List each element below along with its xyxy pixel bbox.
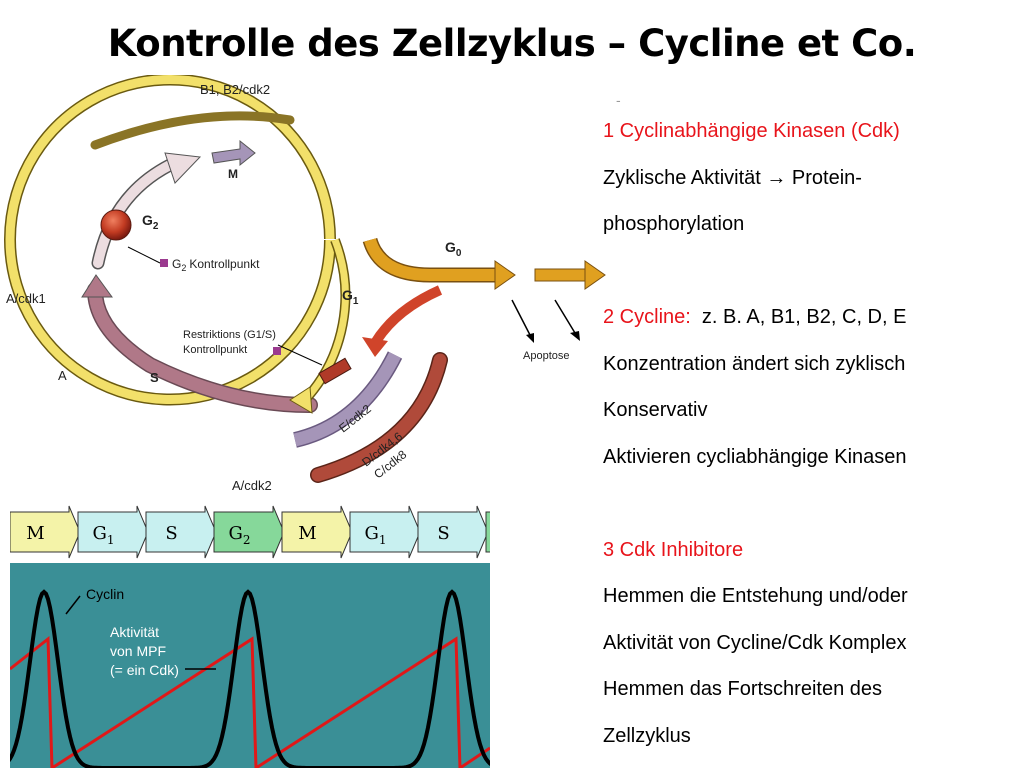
- phase-label: S: [165, 523, 177, 544]
- label-restriction-2: Kontrollpunkt: [183, 344, 247, 356]
- phase-box: G1: [349, 505, 421, 559]
- slide-title: Kontrolle des Zellzyklus – Cycline et Co…: [107, 22, 917, 65]
- phase-arrow: [417, 505, 489, 559]
- label-g1: G1: [342, 287, 359, 307]
- label-m: M: [228, 167, 238, 181]
- label-b1b2-cdk2: B1, B2/cdk2: [200, 82, 270, 97]
- cyclin-curve: [10, 589, 490, 768]
- b1b2-arc: [90, 111, 295, 150]
- restriction-checkpoint-marker: [273, 347, 281, 355]
- slide-dash: -: [616, 92, 621, 108]
- text-line-9: Zellzyklus: [603, 724, 691, 747]
- mpf-activity-line: [10, 635, 490, 768]
- text-line-7: Aktivität von Cycline/Cdk Komplex: [603, 631, 907, 654]
- g0-arrow-2: [534, 268, 586, 282]
- heading-cycline-line: 2 Cycline: z. B. A, B1, B2, C, D, E: [603, 294, 1003, 341]
- text-block: 1 Cyclinabhängige Kinasen (Cdk) Zyklisch…: [603, 108, 1003, 759]
- phase-arrow: [485, 511, 490, 553]
- mpf-label-3: (= ein Cdk): [110, 662, 179, 678]
- apoptosis-arrow-1: [511, 299, 531, 336]
- g2-checkpoint-sphere: [100, 209, 132, 241]
- mpf-label-1: Aktivität: [110, 624, 159, 640]
- phase-row: MG1SG2MG1SG2MG1: [10, 505, 490, 559]
- phase-box: S: [145, 505, 217, 559]
- label-a-cdk1: A/cdk1: [6, 291, 46, 306]
- phase-box: G1: [77, 505, 149, 559]
- heading-cdk: 1 Cyclinabhängige Kinasen (Cdk): [603, 120, 900, 142]
- label-a: A: [58, 368, 67, 383]
- phase-label: S: [437, 523, 449, 544]
- cycline-examples: z. B. A, B1, B2, C, D, E: [690, 306, 907, 328]
- label-restriction-1: Restriktions (G1/S): [183, 329, 276, 341]
- phase-label: M: [26, 523, 44, 544]
- text-line-8: Hemmen das Fortschreiten des: [603, 678, 883, 700]
- g2-checkpoint-marker: [160, 259, 168, 267]
- restriction-marker: [318, 357, 352, 385]
- text-line-4: Konservativ: [603, 399, 708, 421]
- phase-oscillation-chart: MG1SG2MG1SG2MG1 Cyclin Aktivität von MPF…: [10, 497, 490, 768]
- text-line-2: phosphorylation: [603, 213, 745, 235]
- phase-arrow: [349, 505, 421, 559]
- phase-arrow: [281, 505, 353, 559]
- text-line-6: Hemmen die Entstehung und/oder: [603, 585, 908, 607]
- phase-label: M: [298, 523, 316, 544]
- phase-box: S: [417, 505, 489, 559]
- label-g0: G0: [445, 239, 462, 259]
- mpf-path: [10, 635, 490, 768]
- cyclin-pointer: [65, 595, 81, 615]
- text-line-3: Konzentration ändert sich zyklisch: [603, 352, 906, 375]
- g1-entry-arrow: [370, 285, 443, 346]
- text-line-1: Zyklische Aktivität → Protein-: [603, 166, 862, 189]
- label-s: S: [150, 370, 159, 385]
- phase-arrow: [10, 505, 81, 559]
- heading-cycline: 2 Cycline:: [603, 306, 691, 328]
- phase-box: G2: [213, 505, 285, 559]
- apoptosis-arrow-2: [554, 299, 576, 334]
- heading-inhibitore: 3 Cdk Inhibitore: [603, 538, 744, 561]
- mpf-label-2: von MPF: [110, 643, 166, 659]
- label-a-cdk2: A/cdk2: [232, 478, 272, 493]
- m-arrow: [211, 139, 256, 167]
- g2-checkpoint-pointer: [127, 246, 161, 264]
- restriction-checkpoint-pointer: [277, 344, 323, 366]
- phase-box: M: [281, 505, 353, 559]
- phase-arrow: [145, 505, 217, 559]
- cyclin-label: Cyclin: [86, 586, 124, 602]
- text-line-5: Aktivieren cycliabhängige Kinasen: [603, 445, 907, 468]
- cyclin-path: [10, 589, 490, 768]
- phase-arrow: [213, 505, 285, 559]
- phase-arrow: [77, 505, 149, 559]
- phase-box: G2: [485, 511, 490, 553]
- label-apoptose: Apoptose: [523, 350, 569, 362]
- phase-box: M: [10, 505, 81, 559]
- label-g2: G2: [142, 212, 159, 232]
